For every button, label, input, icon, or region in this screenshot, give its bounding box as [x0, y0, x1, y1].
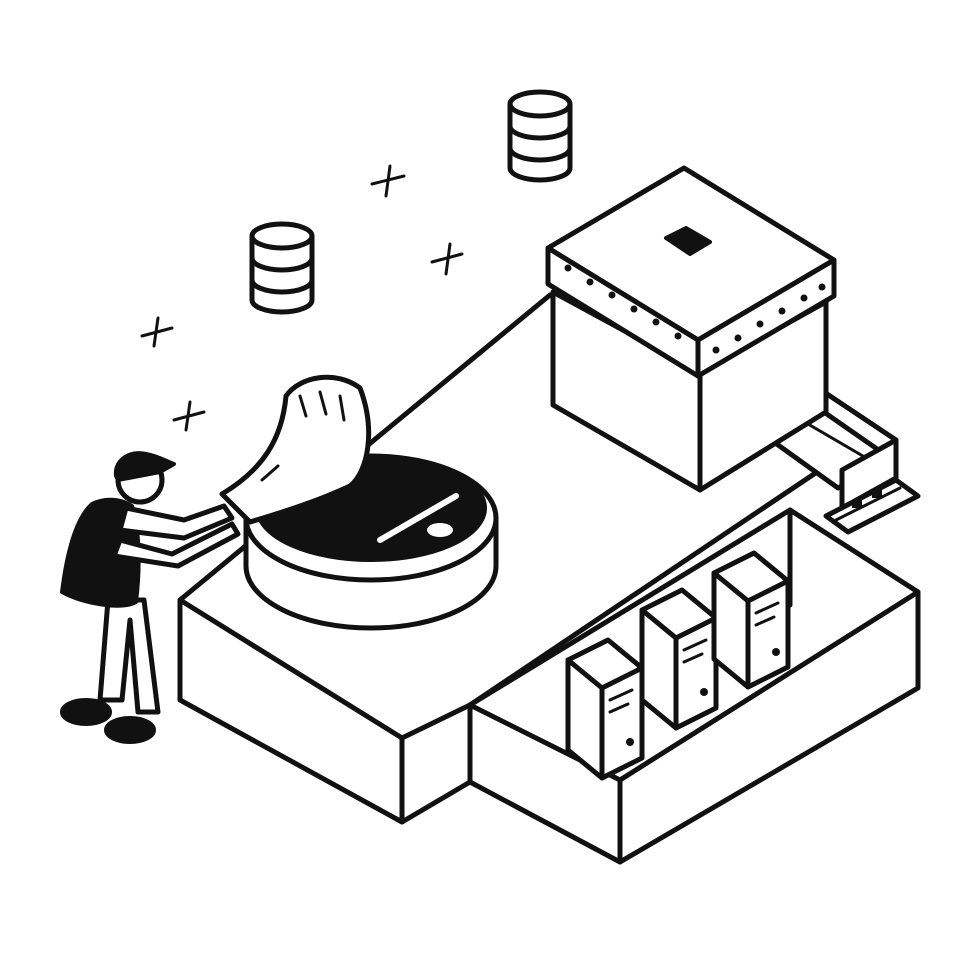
sparkle-icon — [430, 242, 464, 276]
person — [60, 451, 241, 744]
database-icon — [249, 221, 315, 315]
paper-sheet — [219, 374, 372, 525]
database-icon — [507, 89, 573, 183]
binder — [639, 587, 719, 731]
press-box — [545, 165, 837, 493]
binder — [711, 550, 791, 690]
binder — [565, 637, 645, 781]
sparkle-icon — [172, 400, 206, 432]
sparkle-icon — [140, 316, 174, 348]
stirring-paddle — [373, 489, 463, 547]
sparkle-icon — [370, 164, 406, 198]
